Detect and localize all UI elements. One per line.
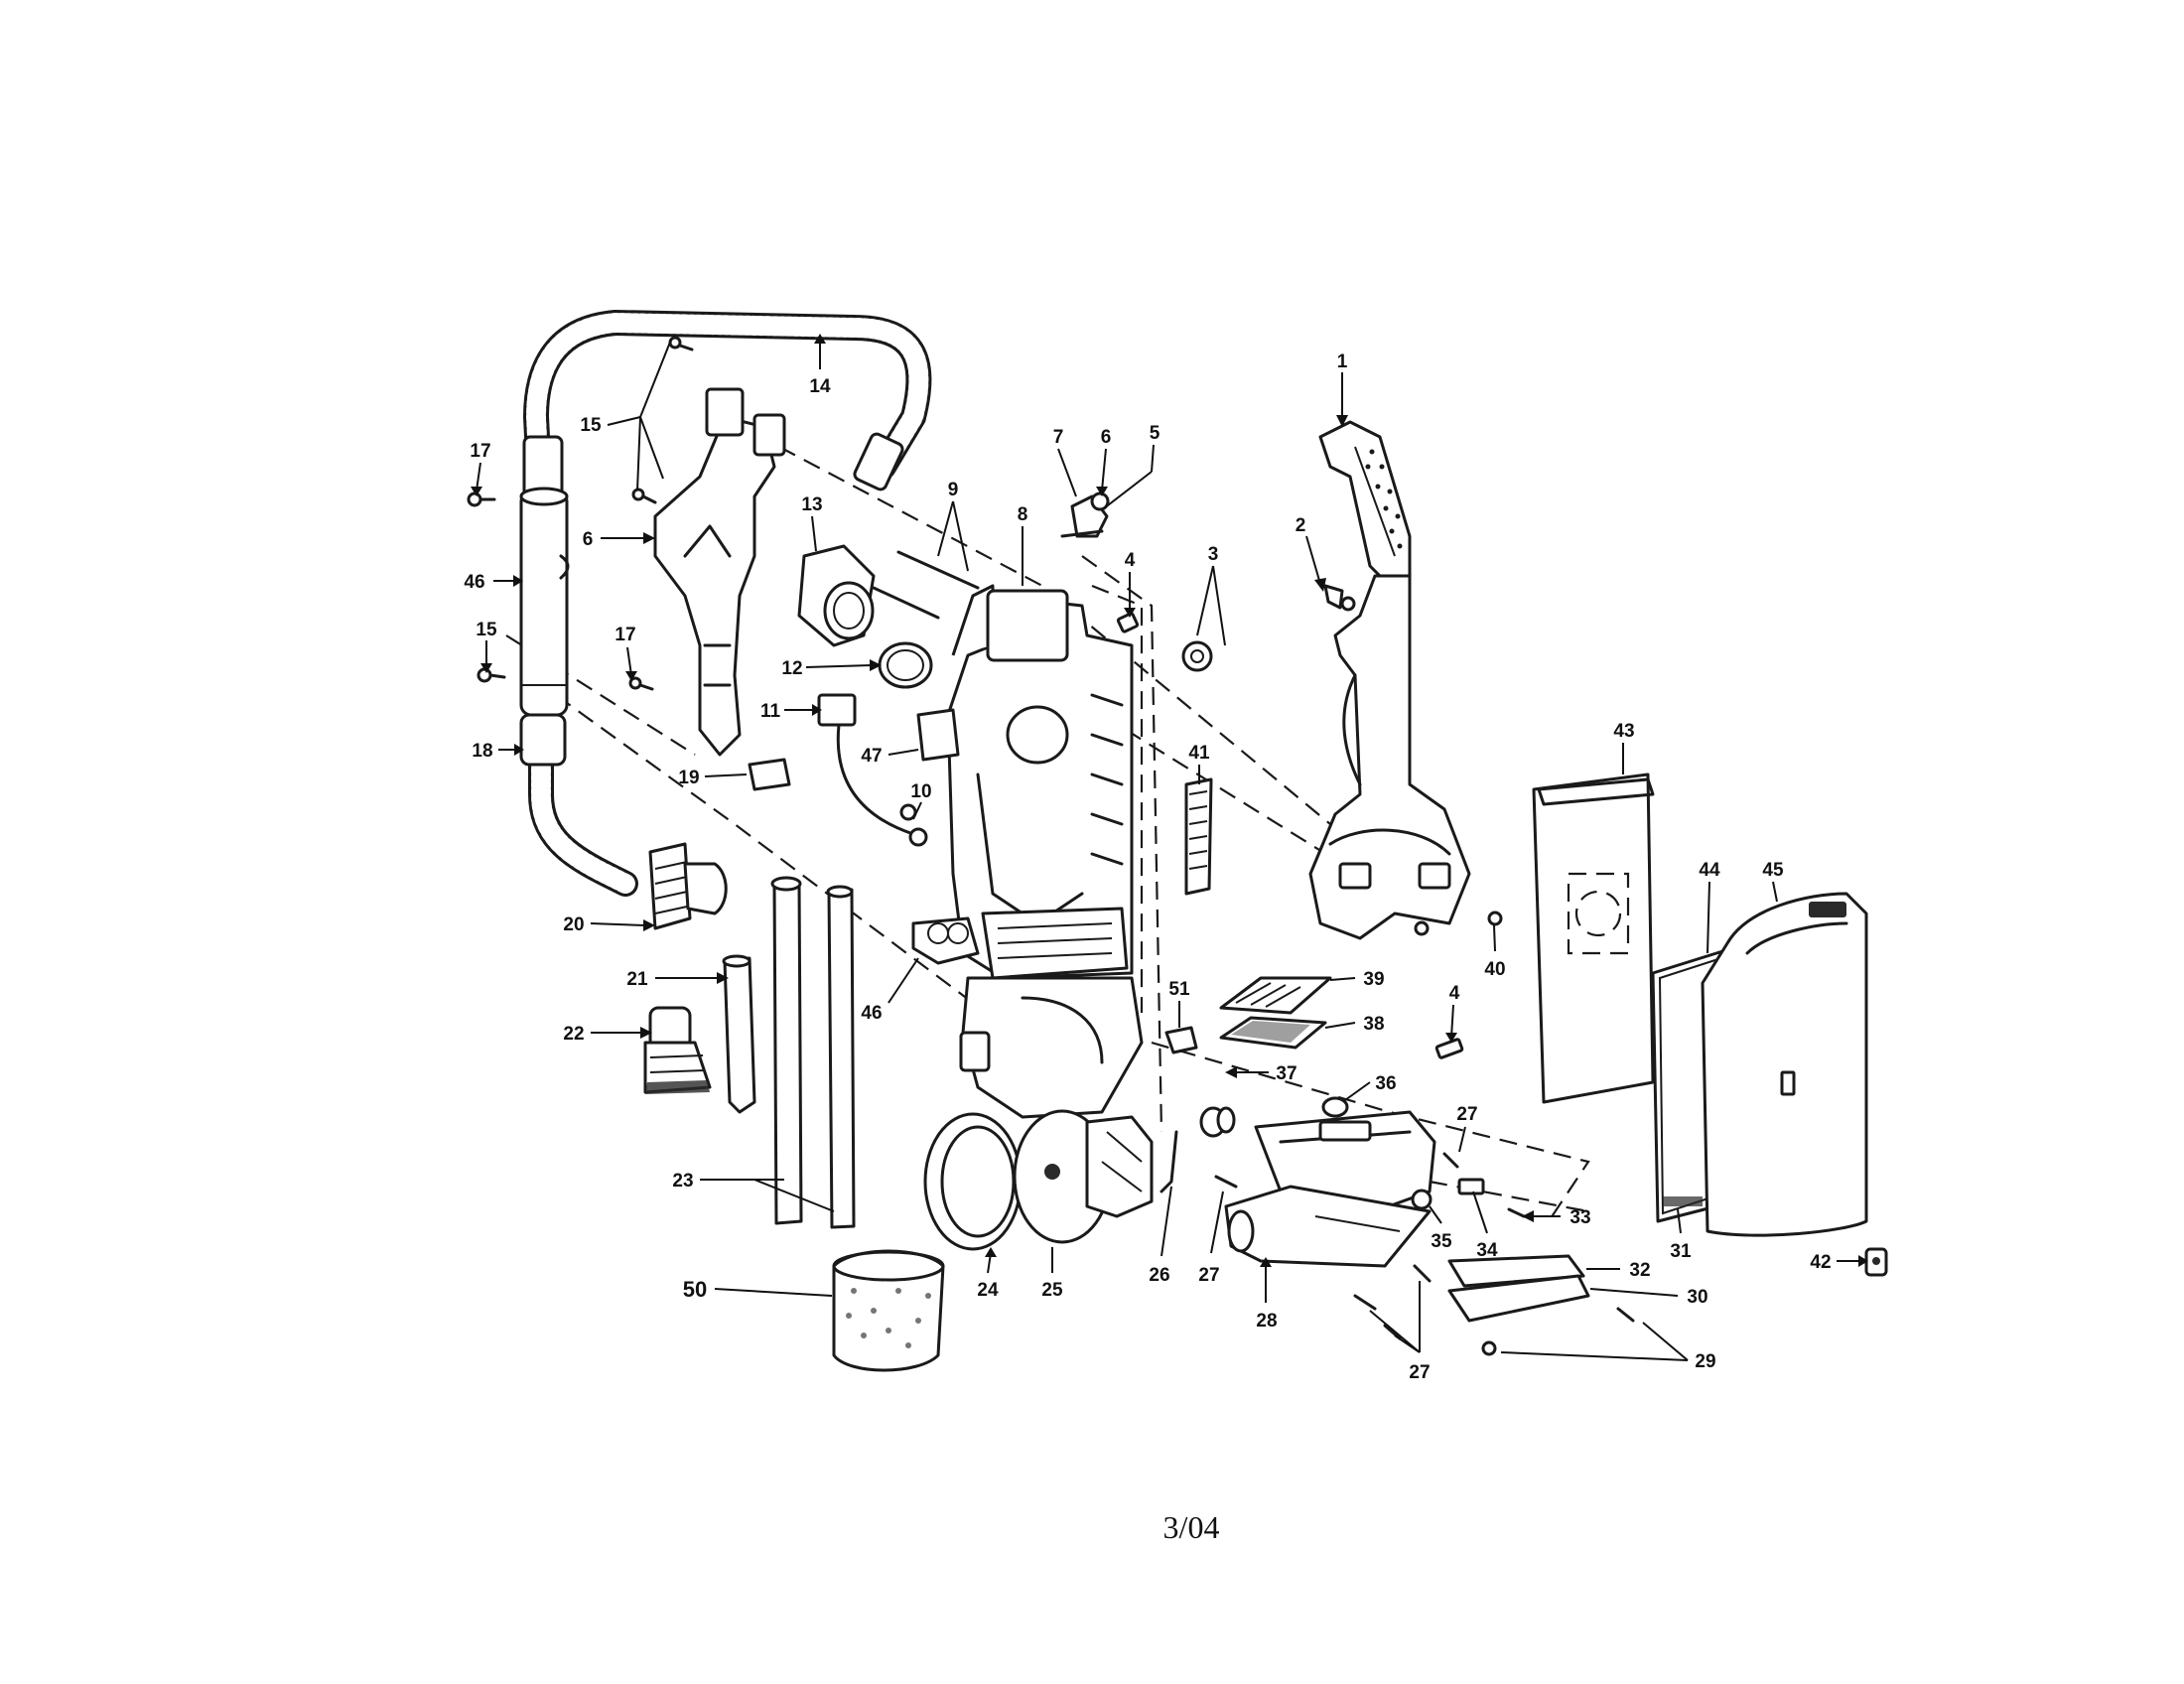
part-43-bag (1532, 772, 1655, 1104)
callout-27-middle: 27 (1198, 1265, 1219, 1286)
callout-14: 14 (809, 376, 831, 397)
part-2-pedal (1323, 584, 1356, 612)
callout-42: 42 (1810, 1252, 1831, 1273)
callout-28: 28 (1256, 1311, 1277, 1332)
page-date-code: 3/04 (1162, 1509, 1220, 1545)
part-46-wand-tube (519, 487, 570, 717)
part-50-filter-sleeve (832, 1249, 945, 1372)
callout-18: 18 (472, 741, 492, 762)
part-30-bumper-strip (1447, 1274, 1590, 1323)
part-20-upholstery-tool (648, 842, 728, 930)
part-21-crevice-tool (722, 954, 756, 1114)
part-51-latch (1164, 1026, 1198, 1054)
callout-40: 40 (1484, 959, 1505, 980)
callout-43: 43 (1613, 721, 1634, 742)
callout-20: 20 (563, 914, 584, 935)
part-12-o-ring (878, 641, 933, 689)
part-1-handle (1308, 420, 1503, 940)
callout-47: 47 (861, 746, 882, 767)
callout-12: 12 (781, 658, 802, 679)
callout-5: 5 (1150, 423, 1160, 444)
callout-24: 24 (977, 1280, 999, 1301)
callout-11: 11 (760, 701, 781, 722)
callout-2: 2 (1296, 515, 1306, 536)
callout-7: 7 (1053, 427, 1064, 448)
callout-44: 44 (1699, 860, 1720, 881)
callout-46: 46 (464, 572, 484, 593)
callout-4: 4 (1125, 550, 1136, 571)
part-8-main-body (911, 584, 1144, 1119)
callout-6-left: 6 (583, 529, 594, 550)
callout-15-left: 15 (476, 620, 497, 640)
part-23-extension-wands (770, 876, 856, 1229)
part-24-filter-ring (923, 1112, 1023, 1251)
callout-27: 27 (1456, 1104, 1477, 1125)
part-14-hose (522, 309, 932, 529)
callout-25: 25 (1041, 1280, 1063, 1301)
callout-41: 41 (1188, 743, 1210, 764)
callout-6: 6 (1101, 427, 1112, 448)
callout-17-middle: 17 (614, 625, 635, 645)
callout-1: 1 (1337, 351, 1348, 372)
callout-9: 9 (948, 480, 959, 500)
part-4-clip-upper (1116, 612, 1140, 633)
part-3-knob (1181, 640, 1213, 672)
part-42-clip (1864, 1247, 1888, 1277)
callout-45: 45 (1762, 860, 1784, 881)
callout-19: 19 (678, 768, 699, 788)
callout-17: 17 (470, 441, 490, 462)
part-25-motor (1013, 1109, 1154, 1244)
callout-35: 35 (1431, 1231, 1452, 1252)
callout-33: 33 (1570, 1207, 1590, 1228)
part-38-filter-pad (1219, 1016, 1327, 1050)
callout-37: 37 (1276, 1063, 1297, 1084)
callout-labels: 1 2 3 4 4 5 6 6 7 8 (464, 334, 1868, 1383)
part-39-filter-frame (1219, 976, 1332, 1015)
callout-10: 10 (910, 781, 931, 802)
callout-15: 15 (580, 415, 602, 436)
part-13-connector (797, 544, 876, 647)
part-11-switch (817, 693, 928, 847)
part-9-screws (872, 550, 980, 620)
callout-46-lower: 46 (861, 1003, 882, 1024)
part-26-cord-lead (1160, 1130, 1178, 1193)
part-22-dusting-brush (643, 1006, 712, 1094)
callout-21: 21 (626, 969, 648, 990)
part-41-brush-roll (1184, 777, 1213, 896)
callout-34: 34 (1476, 1240, 1498, 1261)
part-36-cap (1321, 1096, 1349, 1118)
part-45-bag-cover (1701, 892, 1868, 1237)
callout-32: 32 (1629, 1260, 1650, 1281)
callout-26: 26 (1149, 1265, 1169, 1286)
callout-27-bottom: 27 (1409, 1362, 1430, 1383)
callout-39: 39 (1363, 969, 1384, 990)
callout-22: 22 (563, 1024, 584, 1045)
callout-8: 8 (1018, 504, 1028, 525)
callout-36: 36 (1375, 1073, 1396, 1094)
part-37-bushing (1199, 1106, 1236, 1138)
callout-38: 38 (1363, 1014, 1384, 1035)
callout-13: 13 (801, 494, 822, 515)
callout-50: 50 (683, 1277, 707, 1302)
callout-3: 3 (1208, 544, 1219, 565)
part-28-base (1224, 1110, 1485, 1268)
callout-30: 30 (1687, 1287, 1707, 1308)
callout-23: 23 (672, 1171, 693, 1192)
part-18-lower-hose (519, 713, 638, 897)
callout-4-lower: 4 (1449, 983, 1460, 1004)
callout-51: 51 (1168, 979, 1190, 1000)
callout-31: 31 (1670, 1241, 1692, 1262)
small-screws (467, 336, 917, 821)
parts-5-6-7-latch (1060, 491, 1110, 538)
part-6-bracket (653, 387, 786, 757)
callout-29: 29 (1695, 1351, 1715, 1372)
part-4-clip-lower (1434, 1038, 1464, 1059)
